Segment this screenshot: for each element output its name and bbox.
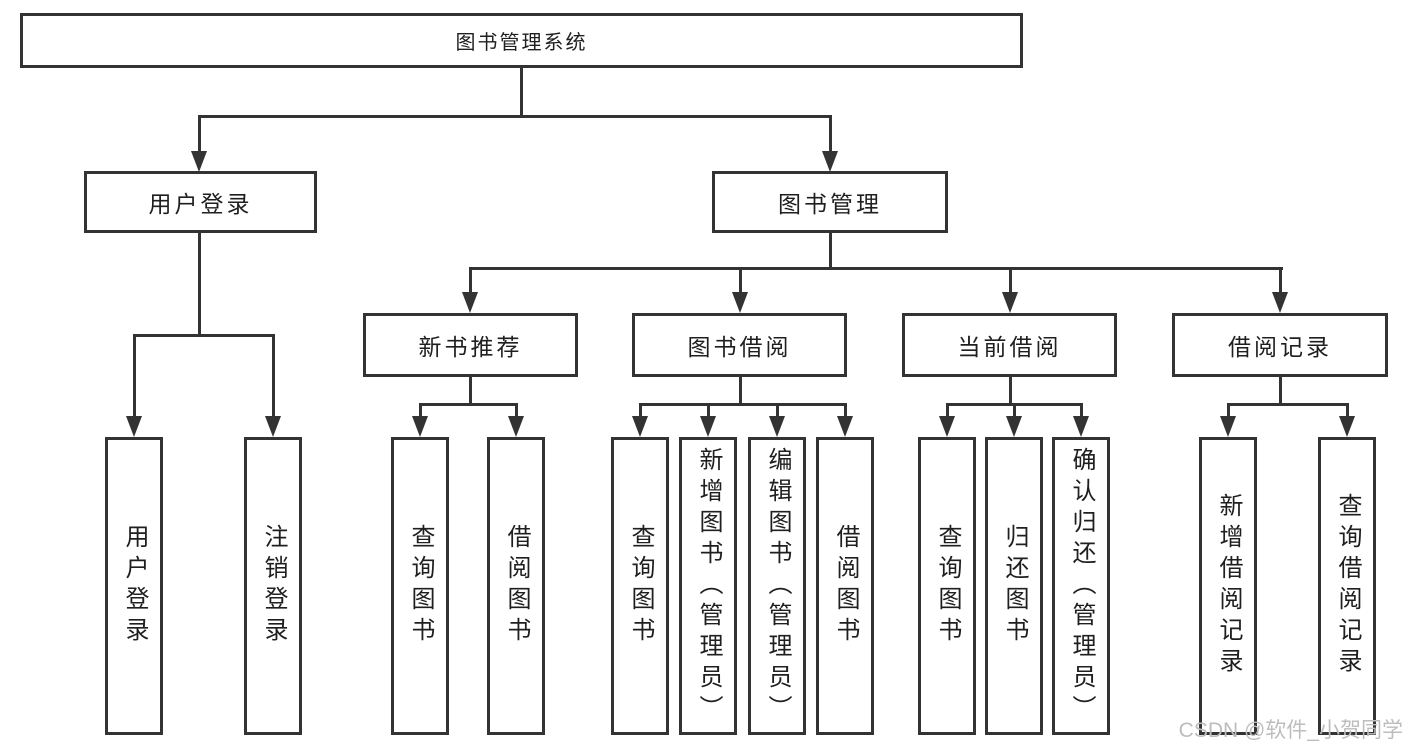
connector-line: [828, 115, 832, 155]
arrow-down-icon: [412, 416, 428, 437]
arrow-down-icon: [508, 416, 524, 437]
arrow-down-icon: [837, 416, 853, 437]
arrow-down-icon: [1339, 416, 1355, 437]
leaf-rec-query-books: 查询图书: [391, 437, 449, 735]
connector-line: [1226, 403, 1349, 406]
leaf-add-books-admin: 新增图书（管理员）: [679, 437, 737, 735]
connector-line: [514, 403, 518, 419]
node-user-login: 用户登录: [84, 171, 317, 233]
arrow-down-icon: [939, 416, 955, 437]
connector-line: [1008, 377, 1012, 406]
leaf-borrow-books: 借阅图书: [816, 437, 874, 735]
node-new-book-recommend: 新书推荐: [363, 313, 578, 377]
connector-line: [638, 403, 847, 406]
connector-line: [197, 115, 832, 118]
arrow-down-icon: [1002, 292, 1018, 313]
connector-line: [1008, 267, 1012, 295]
leaf-return-books: 归还图书: [985, 437, 1043, 735]
node-borrow-records: 借阅记录: [1172, 313, 1388, 377]
connector-line: [738, 377, 742, 406]
connector-line: [519, 68, 523, 118]
connector-line: [1278, 267, 1282, 295]
connector-line: [1345, 403, 1349, 419]
connector-line: [418, 403, 422, 419]
connector-line: [468, 377, 472, 406]
arrow-down-icon: [191, 151, 207, 172]
leaf-rec-borrow-books: 借阅图书: [487, 437, 545, 735]
leaf-add-borrow-record: 新增借阅记录: [1199, 437, 1257, 735]
arrow-down-icon: [769, 416, 785, 437]
arrow-down-icon: [462, 292, 478, 313]
arrow-down-icon: [1006, 416, 1022, 437]
connector-line: [945, 403, 949, 419]
connector-line: [468, 267, 472, 295]
leaf-edit-books-admin: 编辑图书（管理员）: [748, 437, 806, 735]
node-current-borrow: 当前借阅: [902, 313, 1117, 377]
connector-line: [418, 403, 518, 406]
connector-line: [638, 403, 642, 419]
connector-line: [1079, 403, 1083, 419]
node-book-management: 图书管理: [712, 171, 948, 233]
leaf-logout: 注销登录: [244, 437, 302, 735]
leaf-confirm-return-admin: 确认归还（管理员）: [1052, 437, 1110, 735]
node-root: 图书管理系统: [20, 13, 1023, 68]
connector-line: [1278, 377, 1282, 406]
arrow-down-icon: [126, 416, 142, 437]
leaf-borrow-query-books: 查询图书: [611, 437, 669, 735]
connector-line: [132, 334, 275, 337]
connector-line: [828, 233, 832, 270]
arrow-down-icon: [700, 416, 716, 437]
connector-line: [775, 403, 779, 419]
connector-line: [271, 334, 275, 419]
arrow-down-icon: [1073, 416, 1089, 437]
connector-line: [468, 267, 1283, 270]
connector-line: [197, 115, 201, 155]
connector-line: [843, 403, 847, 419]
connector-line: [706, 403, 710, 419]
arrow-down-icon: [1220, 416, 1236, 437]
node-book-borrow: 图书借阅: [632, 313, 847, 377]
arrow-down-icon: [1272, 292, 1288, 313]
connector-line: [197, 233, 201, 337]
arrow-down-icon: [632, 416, 648, 437]
leaf-cur-query-books: 查询图书: [918, 437, 976, 735]
connector-line: [738, 267, 742, 295]
arrow-down-icon: [822, 151, 838, 172]
arrow-down-icon: [732, 292, 748, 313]
leaf-query-borrow-record: 查询借阅记录: [1318, 437, 1376, 735]
leaf-user-login: 用户登录: [105, 437, 163, 735]
csdn-watermark: CSDN @软件_小贺同学: [1178, 719, 1403, 742]
connector-line: [1012, 403, 1016, 419]
arrow-down-icon: [265, 416, 281, 437]
connector-line: [1226, 403, 1230, 419]
connector-line: [132, 334, 136, 419]
